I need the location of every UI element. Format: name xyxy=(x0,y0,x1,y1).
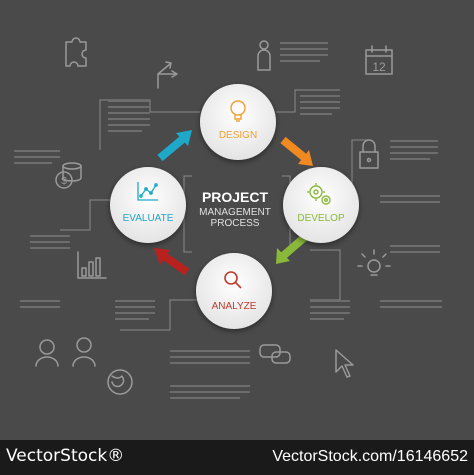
cycle-arrows xyxy=(154,130,313,276)
arrow-design-to-develop xyxy=(280,136,313,166)
person-icon xyxy=(257,40,271,71)
magnifier-icon xyxy=(224,271,242,289)
people-icon xyxy=(35,337,96,367)
watermark-bar xyxy=(0,440,474,475)
chart-icon xyxy=(137,182,158,201)
arrow-evaluate-to-design xyxy=(157,130,192,162)
calendar-day: 12 xyxy=(372,60,386,74)
coins-icon xyxy=(55,162,82,189)
title-line-3: PROCESS xyxy=(211,218,260,229)
stage-label-design: DESIGN xyxy=(219,130,257,141)
padlock-icon xyxy=(359,139,379,169)
arrows-split-icon xyxy=(157,61,178,89)
arrow-analyze-to-evaluate xyxy=(154,248,190,276)
arrow-develop-to-analyze xyxy=(276,232,309,264)
center-title: PROJECT MANAGEMENT PROCESS xyxy=(199,189,271,229)
watermark-brand: VectorStock® xyxy=(6,446,125,466)
stage-label-evaluate: EVALUATE xyxy=(123,213,174,224)
watermark-url: VectorStock.com/16146652 xyxy=(272,448,468,465)
gears-icon xyxy=(307,183,331,205)
bar-chart-icon xyxy=(77,251,107,279)
calendar-icon xyxy=(365,45,393,75)
title-line-2: MANAGEMENT xyxy=(199,207,271,218)
stage-evaluate: EVALUATE xyxy=(110,167,186,243)
lightbulb-outline-icon xyxy=(357,249,391,276)
coin-dollar-sign: $ xyxy=(61,176,67,187)
speech-bubbles-icon xyxy=(259,344,291,364)
stage-design: DESIGN xyxy=(200,84,276,160)
stage-label-analyze: ANALYZE xyxy=(212,301,257,312)
title-line-1: PROJECT xyxy=(202,189,269,205)
placeholder-text-blocks xyxy=(14,42,442,399)
stage-develop: DEVELOP xyxy=(283,167,359,243)
stage-label-develop: DEVELOP xyxy=(297,213,345,224)
puzzle-icon xyxy=(65,37,87,67)
lightbulb-icon xyxy=(230,100,246,122)
globe-icon xyxy=(107,369,133,395)
cursor-icon xyxy=(335,349,354,378)
stage-analyze: ANALYZE xyxy=(196,253,272,329)
